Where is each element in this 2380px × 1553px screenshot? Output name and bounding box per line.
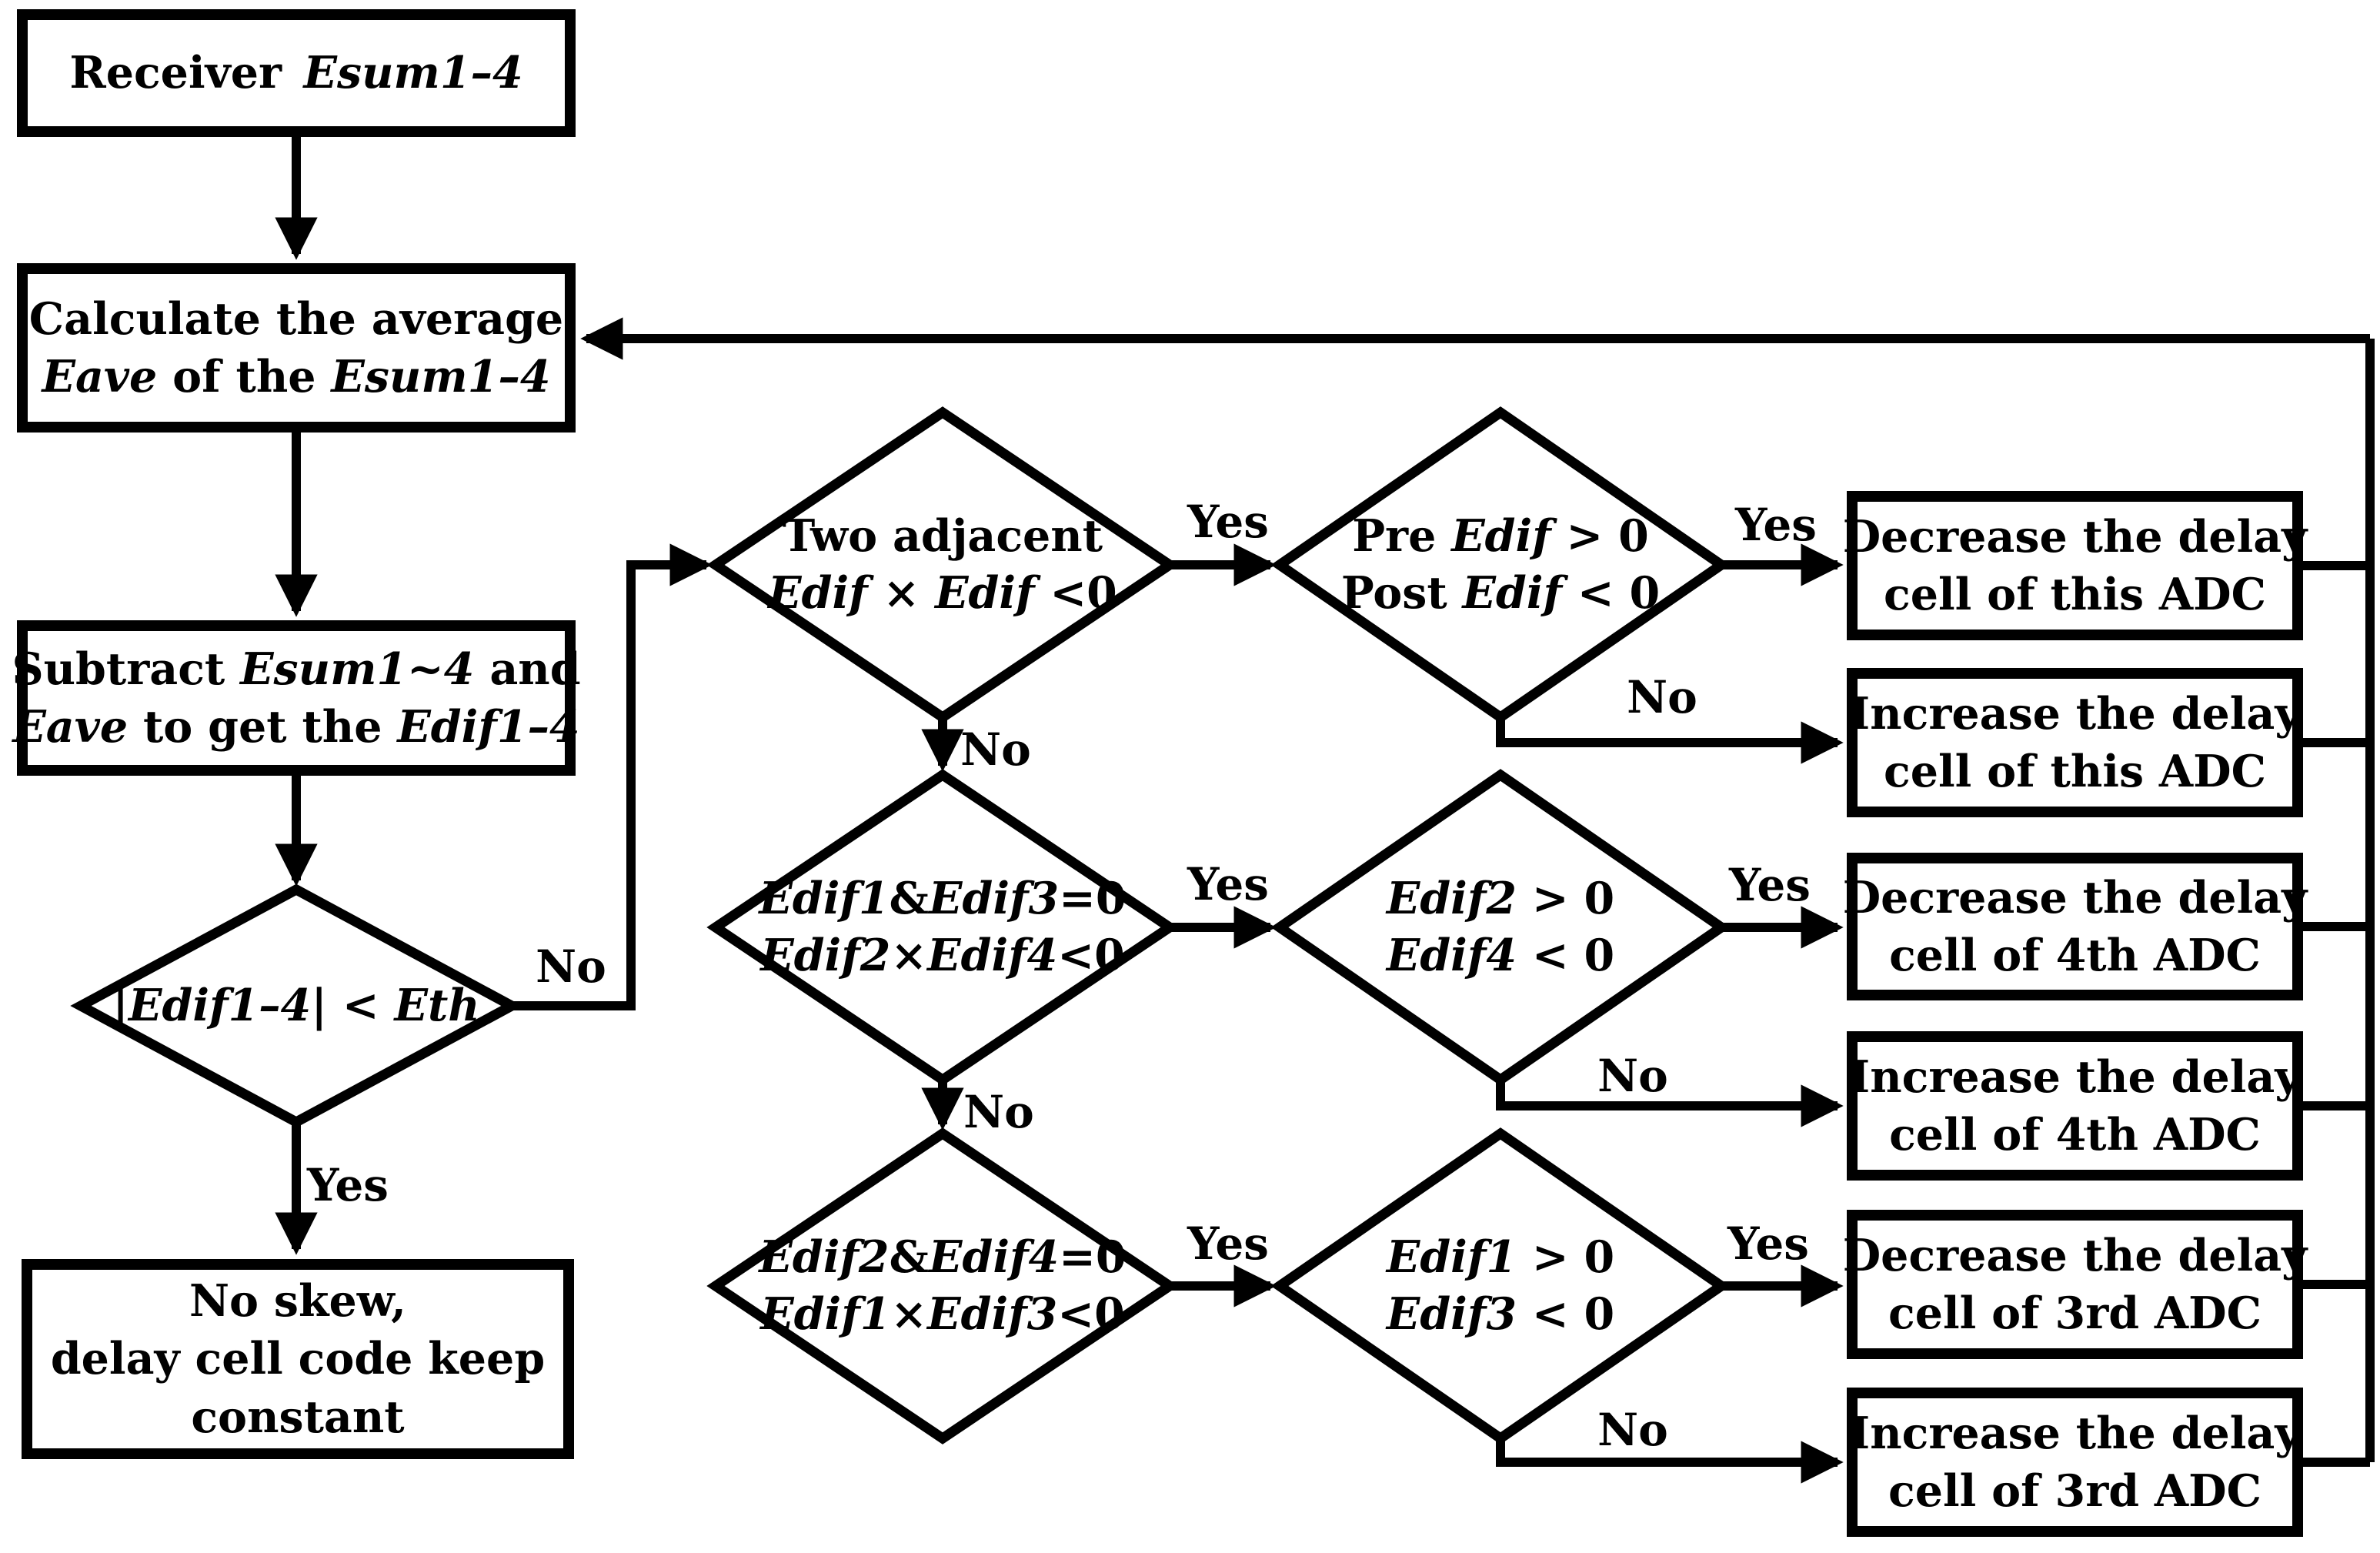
text-line: delay cell code keep bbox=[50, 1333, 546, 1385]
text-line: Edif2&Edif4=0 bbox=[759, 1231, 1127, 1283]
edif24-check-diamond-shape bbox=[706, 1127, 1179, 1444]
text-line: Edif3 < 0 bbox=[1386, 1288, 1615, 1340]
increase-4th-adc-box: Increase the delay cell of 4th ADC bbox=[1847, 1031, 2303, 1181]
adjacent-check-diamond-shape bbox=[706, 406, 1179, 723]
text-line: Calculate the average bbox=[28, 292, 564, 345]
edif2-no-label: No bbox=[1597, 1050, 1668, 1102]
text-line: Edif1 > 0 bbox=[1386, 1231, 1615, 1283]
edif2-yes-label: Yes bbox=[1729, 859, 1811, 911]
adjacent-no-label: No bbox=[960, 723, 1031, 776]
edif1-check-diamond-shape bbox=[1270, 1127, 1731, 1444]
text-line: Two adjacent bbox=[782, 509, 1103, 562]
adjacent-yes-label: Yes bbox=[1187, 496, 1269, 548]
text-line: Pre Edif > 0 bbox=[1352, 509, 1649, 562]
edif13-yes-label: Yes bbox=[1187, 858, 1269, 910]
edif1-yes-label: Yes bbox=[1727, 1217, 1809, 1270]
prepost-check-diamond-shape bbox=[1270, 406, 1731, 723]
edif13-check-diamond-shape bbox=[706, 769, 1179, 1086]
no-skew-box: No skew,delay cell code keep constant bbox=[22, 1259, 574, 1459]
threshold-check-label: |Edif1–4| < Eth bbox=[112, 977, 479, 1034]
text-line: Edif × Edif <0 bbox=[768, 567, 1117, 619]
text-line: No skew, bbox=[189, 1275, 407, 1328]
text-line: Decrease the delay bbox=[1842, 1229, 2308, 1281]
decrease-this-adc-box: Decrease the delay cell of this ADC bbox=[1843, 491, 2307, 640]
text-line: cell of 3rd ADC bbox=[1888, 1287, 2262, 1339]
decrease-3rd-adc-box: Decrease the delay cell of 3rd ADC bbox=[1843, 1210, 2307, 1359]
text-line: cell of this ADC bbox=[1884, 746, 2266, 797]
text-line: Edif2×Edif4<0 bbox=[760, 930, 1125, 981]
text-line: Edif2 > 0 bbox=[1386, 872, 1615, 924]
text-line: Increase the delay bbox=[1849, 1050, 2301, 1103]
prepost-yes-label: Yes bbox=[1735, 499, 1817, 551]
increase-this-adc-box: Increase the delay cell of this ADC bbox=[1847, 668, 2303, 817]
text-line: Decrease the delay bbox=[1842, 871, 2308, 923]
connector-threshold-no-to-adjacent bbox=[512, 543, 713, 1010]
text-line: constant bbox=[191, 1391, 405, 1443]
text-line: Eave to get the Edif1–4 bbox=[12, 701, 580, 753]
increase-3rd-adc-box: Increase the delay cell of 3rd ADC bbox=[1847, 1388, 2303, 1537]
text-line: Subtract Esum1~4 and bbox=[12, 643, 581, 695]
edif24-yes-label: Yes bbox=[1187, 1217, 1269, 1270]
threshold-no-label: No bbox=[536, 940, 606, 993]
text-line: cell of 3rd ADC bbox=[1888, 1465, 2262, 1517]
decrease-4th-adc-box: Decrease the delay cell of 4th ADC bbox=[1843, 853, 2307, 1000]
text-line: |Edif1–4| < Eth bbox=[112, 979, 480, 1031]
edif13-no-label: No bbox=[963, 1086, 1034, 1138]
text-line: Receiver Esum1–4 bbox=[69, 47, 523, 99]
text-line: cell of 4th ADC bbox=[1889, 1109, 2261, 1161]
edif2-check-label: Edif2 > 0 Edif4 < 0 bbox=[1387, 870, 1614, 984]
threshold-yes-label: Yes bbox=[307, 1159, 389, 1211]
edif2-check-diamond-shape bbox=[1270, 769, 1731, 1086]
text-line: Edif1&Edif3=0 bbox=[759, 872, 1127, 924]
connector-prepost-no-to-increase-this bbox=[1496, 717, 1844, 764]
text-line: Increase the delay bbox=[1849, 1407, 2301, 1459]
text-line: Increase the delay bbox=[1849, 687, 2301, 740]
prepost-no-label: No bbox=[1627, 671, 1697, 723]
text-line: Eave of the Esum1–4 bbox=[42, 351, 551, 402]
receiver-box: Receiver Esum1–4 bbox=[17, 9, 576, 137]
edif1-no-label: No bbox=[1597, 1404, 1668, 1456]
text-line: Decrease the delay bbox=[1842, 510, 2308, 563]
threshold-check-diamond-shape bbox=[70, 883, 522, 1128]
text-line: Edif4 < 0 bbox=[1386, 930, 1615, 981]
text-line: Edif1×Edif3<0 bbox=[760, 1288, 1125, 1340]
text-line: cell of 4th ADC bbox=[1889, 930, 2261, 981]
text-line: Post Edif < 0 bbox=[1340, 567, 1661, 619]
text-line: cell of this ADC bbox=[1884, 569, 2266, 620]
connector-edif2-no-to-increase-4th bbox=[1496, 1080, 1844, 1127]
connector-edif1-no-to-increase-3rd bbox=[1496, 1438, 1844, 1484]
